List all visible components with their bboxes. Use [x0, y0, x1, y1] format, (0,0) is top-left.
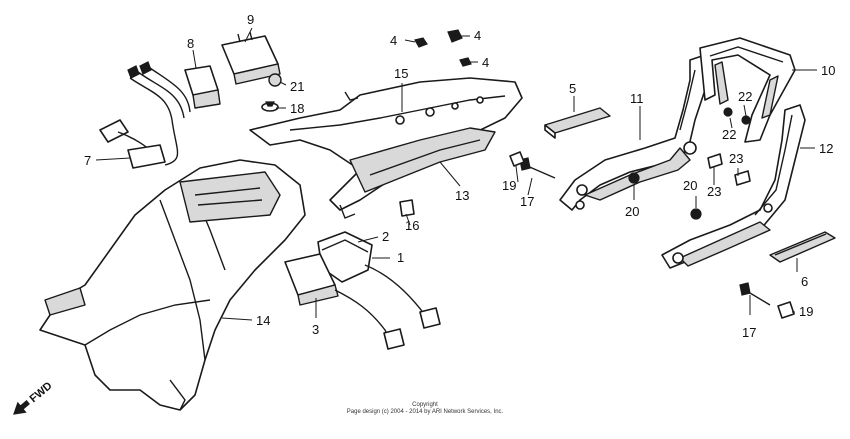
part-21-grommet	[268, 73, 282, 87]
callout-12: 12	[819, 141, 833, 156]
copyright-line-1: Copyright	[412, 402, 438, 408]
part-2-unit	[317, 231, 373, 283]
callout-20: 20	[683, 178, 697, 193]
part-13-rear-frame	[249, 77, 523, 219]
callout-2: 2	[382, 229, 389, 244]
callout-13: 13	[455, 188, 469, 203]
callout-9: 9	[247, 12, 254, 27]
callout-16: 16	[405, 218, 419, 233]
callout-4a: 4	[390, 33, 397, 48]
callout-19a: 19	[502, 178, 516, 193]
part-6-reflector	[769, 231, 836, 263]
callout-3: 3	[312, 322, 319, 337]
callout-6: 6	[801, 274, 808, 289]
callout-5: 5	[569, 81, 576, 96]
part-16-clip	[399, 199, 415, 217]
callout-22b: 22	[722, 127, 736, 142]
callout-21: 21	[290, 79, 304, 94]
fwd-arrow-icon	[13, 400, 30, 415]
part-20-nuts	[628, 172, 702, 220]
part-19-collars	[509, 151, 795, 319]
callout-19b: 19	[799, 304, 813, 319]
callout-18: 18	[290, 101, 304, 116]
part-1-unit	[284, 253, 441, 350]
callout-17b: 17	[742, 325, 756, 340]
part-22-collars	[723, 107, 751, 125]
callout-14: 14	[256, 313, 270, 328]
callout-17a: 17	[520, 194, 534, 209]
callout-11: 11	[630, 91, 644, 106]
callout-10: 10	[821, 63, 835, 78]
callout-22a: 22	[738, 89, 752, 104]
part-5-bracket	[544, 107, 611, 139]
callout-1: 1	[397, 250, 404, 265]
callout-numbers: 1 2 3 4 4 4 5 6 7 8 9 10 11 12 13 14 15 …	[84, 12, 835, 340]
part-10-rear-rail	[699, 37, 796, 143]
copyright-line-2: Page design (c) 2004 - 2014 by ARI Netwo…	[346, 409, 504, 415]
part-23-bolts	[707, 153, 751, 186]
part-9-relay	[221, 31, 281, 85]
part-8-relay	[184, 65, 221, 109]
leader-lines	[95, 27, 817, 321]
callout-4c: 4	[482, 55, 489, 70]
callout-20b: 20	[625, 204, 639, 219]
callout-8: 8	[187, 36, 194, 51]
callout-7: 7	[84, 153, 91, 168]
part-12-grab-rail-right	[661, 104, 806, 269]
part-18-bolt	[261, 101, 279, 112]
callout-23a: 23	[729, 151, 743, 166]
callout-23b: 23	[707, 184, 721, 199]
part-17-bolts	[519, 157, 771, 306]
part-7-wire-harness	[99, 61, 191, 169]
callout-15: 15	[394, 66, 408, 81]
part-14-rear-fender	[39, 159, 306, 411]
part-4-nuts	[414, 29, 472, 67]
callout-4b: 4	[474, 28, 481, 43]
